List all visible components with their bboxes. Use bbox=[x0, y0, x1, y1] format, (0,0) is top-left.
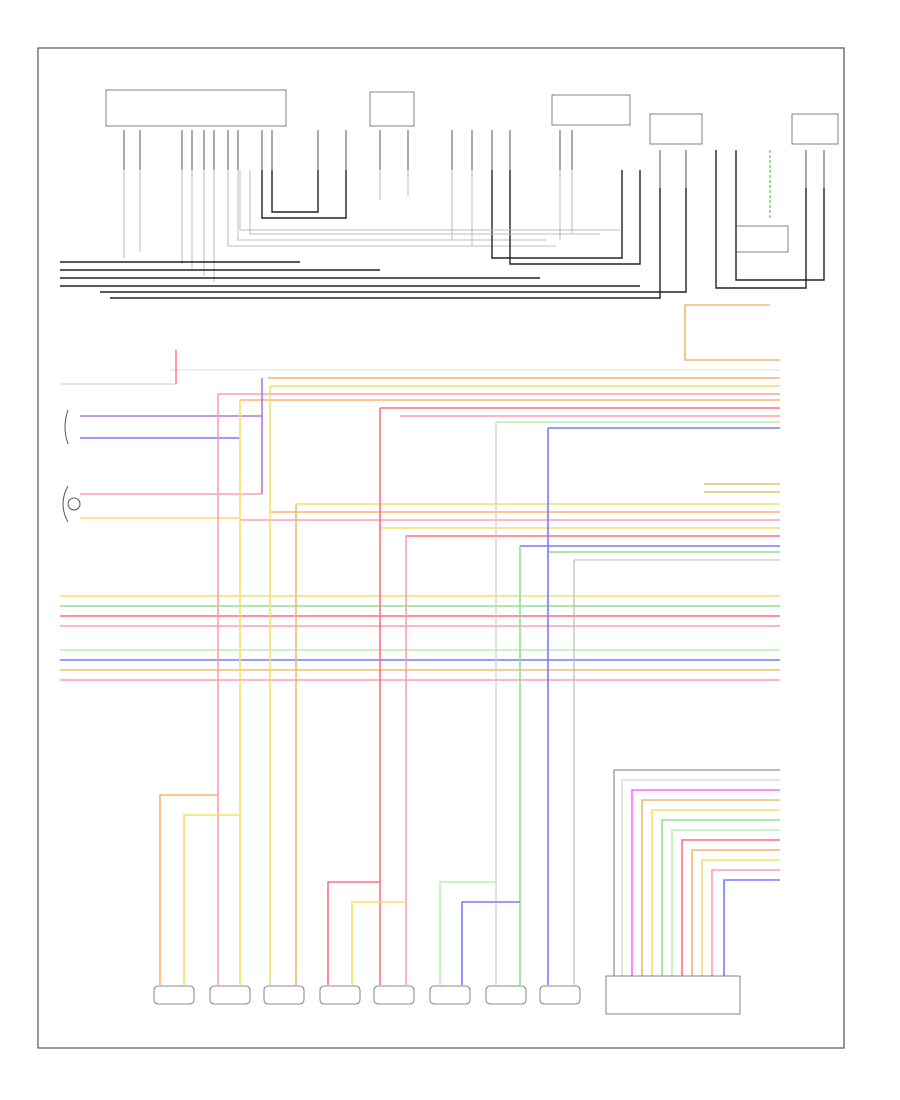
right-connector bbox=[684, 304, 780, 361]
speaker bbox=[373, 985, 415, 1005]
speaker bbox=[153, 985, 195, 1005]
speakers bbox=[153, 985, 581, 1005]
module-harness bbox=[605, 769, 780, 1015]
speaker bbox=[429, 985, 471, 1005]
left-sensors bbox=[62, 409, 81, 523]
component-box bbox=[551, 94, 631, 126]
middle-harness bbox=[60, 350, 780, 681]
top-harness bbox=[60, 150, 825, 299]
component-box bbox=[649, 113, 703, 145]
component-box bbox=[369, 91, 415, 127]
component-box bbox=[791, 113, 839, 145]
component-box bbox=[105, 89, 287, 127]
speaker bbox=[319, 985, 361, 1005]
diagram-frame bbox=[37, 47, 845, 1049]
pin-group bbox=[123, 130, 825, 188]
speaker-feeds bbox=[159, 386, 575, 985]
module-box bbox=[605, 975, 741, 1015]
component-box bbox=[735, 225, 789, 253]
speaker bbox=[263, 985, 305, 1005]
speaker bbox=[485, 985, 527, 1005]
speaker bbox=[209, 985, 251, 1005]
top-components bbox=[105, 89, 839, 253]
speaker bbox=[539, 985, 581, 1005]
